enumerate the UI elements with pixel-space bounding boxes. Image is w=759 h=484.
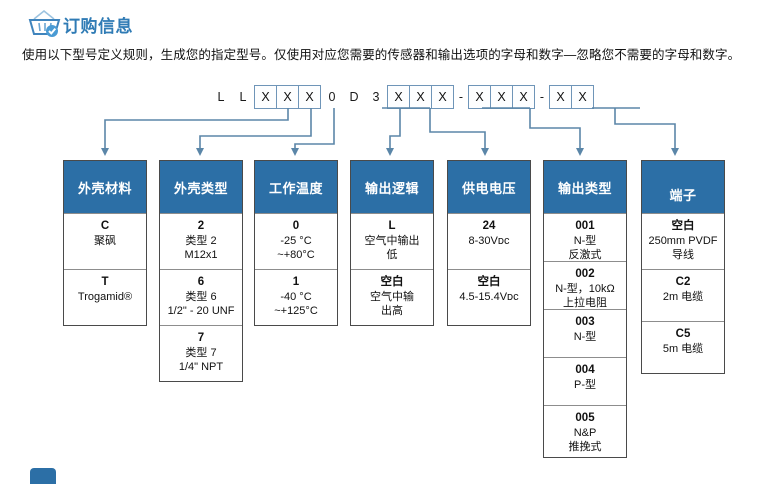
option-code: 7 [197,332,205,344]
option-supply-voltage-24[interactable]: 24 8-30Vᴅᴄ [448,213,530,269]
option-code: 002 [575,268,595,280]
option-description: 类型 6 1/2" - 20 UNF [167,291,235,317]
option-code: T [101,276,109,288]
column-header-output-logic: 输出逻辑 [351,161,433,213]
column-housing-type: 外壳类型 2 类型 2 M12x1 6 类型 6 1/2" - 20 UNF 7 类型 7 … [159,160,243,382]
code-variable-box[interactable]: X [468,85,491,109]
bottom-tab-nub [30,468,56,484]
column-header-operating-temperature: 工作温度 [255,161,337,213]
column-header-housing-type: 外壳类型 [160,161,242,213]
code-separator: - [458,90,464,104]
connector-lines [101,107,679,156]
option-supply-voltage-空白[interactable]: 空白 4.5-15.4Vᴅᴄ [448,269,530,325]
column-header-terminal: 端子 [642,161,724,213]
column-operating-temperature: 工作温度 0 -25 °C ~+80°C 1 -40 °C ~+125°C [254,160,338,326]
code-fixed-char: L [239,90,247,104]
code-fixed-char: D [349,90,359,104]
column-header-housing-material: 外壳材料 [64,161,146,213]
option-description: 类型 2 M12x1 [184,235,218,261]
option-description: 4.5-15.4Vᴅᴄ [459,291,519,303]
column-header-supply-voltage: 供电电压 [448,161,530,213]
column-terminal: 端子空白 250mm PVDF 导线 C2 2m 电缆 C5 5m 电缆 [641,160,725,374]
option-code: L [388,220,396,232]
option-housing-material-T[interactable]: T Trogamid® [64,269,146,325]
option-housing-type-2[interactable]: 2 类型 2 M12x1 [160,213,242,269]
option-terminal-C2[interactable]: C2 2m 电缆 [642,269,724,321]
option-code: 003 [575,316,595,328]
option-code: 005 [575,412,595,424]
option-description: 250mm PVDF 导线 [648,235,718,261]
option-output-logic-空白[interactable]: 空白空气中输 出高 [351,269,433,325]
option-operating-temperature-0[interactable]: 0 -25 °C ~+80°C [255,213,337,269]
option-description: P-型 [574,379,596,391]
option-description: 8-30Vᴅᴄ [468,235,510,247]
code-variable-box[interactable]: X [431,85,454,109]
option-code: 0 [292,220,300,232]
column-output-logic: 输出逻辑 L 空气中输出 低空白空气中输 出高 [350,160,434,326]
option-description: N&P 推挽式 [568,427,602,453]
option-housing-type-7[interactable]: 7 类型 7 1/4" NPT [160,325,242,381]
option-description: N-型，10kΩ 上拉电阻 [555,283,615,309]
option-operating-temperature-1[interactable]: 1 -40 °C ~+125°C [255,269,337,325]
intro-description: 使用以下型号定义规则，生成您的指定型号。仅使用对应您需要的传感器和输出选项的字母… [22,48,741,62]
option-code: C [100,220,110,232]
option-code: 001 [575,220,595,232]
option-housing-type-6[interactable]: 6 类型 6 1/2" - 20 UNF [160,269,242,325]
shopping-basket-check-icon [28,8,62,38]
option-description: 类型 7 1/4" NPT [178,347,224,373]
option-description: -25 °C ~+80°C [277,235,315,261]
option-code: C2 [675,276,691,288]
option-code: 004 [575,364,595,376]
option-terminal-C5[interactable]: C5 5m 电缆 [642,321,724,373]
option-code: 24 [482,220,496,232]
code-fixed-char: L [217,90,225,104]
option-description: 聚砜 [94,235,116,247]
page-title: 订购信息 [63,17,133,36]
option-description: Trogamid® [77,291,133,303]
option-description: 空气中输出 低 [364,235,420,261]
option-code: C5 [675,328,691,340]
column-supply-voltage: 供电电压 24 8-30Vᴅᴄ 空白 4.5-15.4Vᴅᴄ [447,160,531,326]
option-description: 空气中输 出高 [370,291,414,317]
option-code: 6 [197,276,205,288]
option-description: 2m 电缆 [662,291,704,303]
option-code: 2 [197,220,205,232]
option-description: N-型 [573,331,597,343]
option-code: 空白 [477,276,501,288]
code-variable-box[interactable]: X [571,85,594,109]
option-description: 5m 电缆 [662,343,704,355]
option-code: 1 [292,276,300,288]
option-code: 空白 [671,220,695,232]
option-housing-material-C[interactable]: C 聚砜 [64,213,146,269]
code-separator: - [539,90,545,104]
option-terminal-空白[interactable]: 空白 250mm PVDF 导线 [642,213,724,269]
option-description: N-型 反激式 [568,235,602,261]
code-fixed-char: 3 [372,90,380,104]
column-header-output-type: 输出类型 [544,161,626,213]
option-description: -40 °C ~+125°C [274,291,318,317]
code-variable-box[interactable]: X [298,85,321,109]
code-fixed-char: 0 [328,90,336,104]
column-housing-material: 外壳材料 C 聚砜 T Trogamid® [63,160,147,326]
option-output-logic-L[interactable]: L 空气中输出 低 [351,213,433,269]
option-code: 空白 [380,276,404,288]
